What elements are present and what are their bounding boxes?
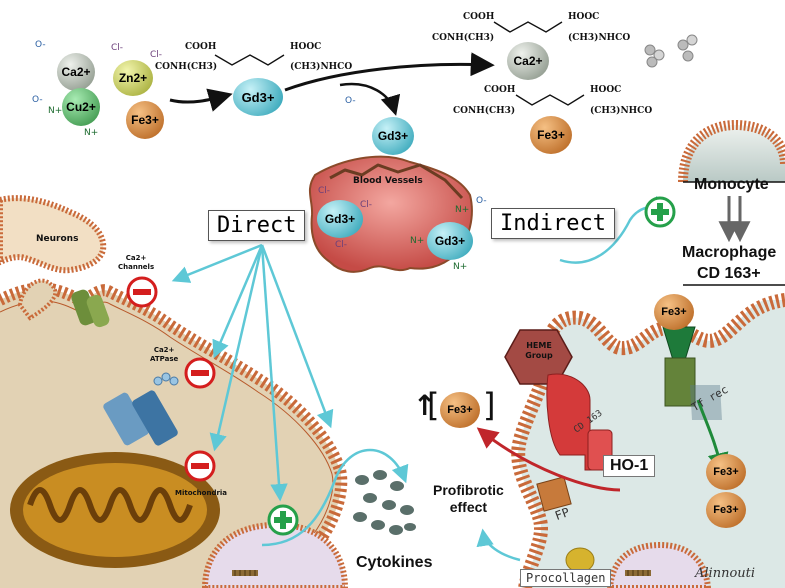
ca-atpase-label: Ca2+ ATPase [150,346,179,363]
ion-gd-vessel-left: Gd3+ [317,200,363,238]
ion-zn: Zn2+ [113,60,153,96]
cytokines-label: Cytokines [356,554,433,571]
ion-gd-vessel-top: Gd3+ [372,117,414,155]
cytokine-dots [353,470,416,535]
ion-fe-stored-1: Fe3+ [706,454,746,490]
procollagen-label: Procollagen [520,569,612,587]
n-plus-label: N+ [84,128,99,138]
arrow-ions-to-gd [169,88,233,112]
chelate3-cooh: COOH [484,85,516,95]
ion-fe-macrophage-top: Fe3+ [654,294,694,330]
neurons-label: Neurons [36,234,79,244]
chelate2-cooh: COOH [463,12,495,22]
o-minus-label: O- [32,95,43,105]
inhibit-icon [184,357,216,389]
blood-vessels-label: Blood Vessels [353,176,423,186]
arrow-transmetallation [284,52,495,92]
ion-ca: Ca2+ [57,53,95,91]
indirect-label-box: Indirect [491,208,615,239]
chelate1-nhco: (CH3)NHCO [290,62,353,72]
cl-ion-label: Cl- [335,240,348,250]
chelate3-hooc: HOOC [590,85,622,95]
profibrotic-label: Profibrotic effect [433,482,504,515]
ion-fe-chelated: Fe3+ [530,116,572,154]
chelate3-nhco: (CH3)NHCO [590,106,653,116]
ion-gd: Gd3+ [233,78,283,116]
ca-channels-label: Ca2+ Channels [118,254,155,271]
n-plus-label: N+ [48,106,63,116]
signature: Alinnouti [695,566,756,581]
bracket-close: ] [483,386,496,424]
cl-ion-label: Cl- [111,43,124,53]
o-minus-label: O- [476,196,487,206]
ho1-label: HO-1 [603,455,656,477]
inhibit-icon [126,276,158,308]
ion-fe-stored-2: Fe3+ [706,492,746,528]
chelate-skeleton-2 [493,21,563,33]
monocyte-label: Monocyte [694,176,769,193]
cd163plus-label: CD 163+ [697,265,761,282]
chelate2-conh: CONH(CH3) [432,33,495,43]
cl-ion-label: Cl- [150,50,163,60]
chelate1-hooc: HOOC [290,42,322,52]
chelate2-hooc: HOOC [568,12,600,22]
up-arrow-symbol: ↑ [413,389,437,422]
mitochondria-label: Mitochondria [175,489,228,497]
ion-fe: Fe3+ [126,101,164,139]
chelate-skeleton-1 [214,54,285,66]
n-plus-label: N+ [455,205,470,215]
cl-ion-label: Cl- [360,200,373,210]
macrophage-label: Macrophage [682,244,777,261]
promote-icon [267,504,299,536]
n-plus-label: N+ [410,236,425,246]
o-minus-label: O- [35,40,46,50]
arrow-to-fe-release [476,427,621,492]
arrow-gd-to-vessel [339,82,401,116]
chelate2-nhco: (CH3)NHCO [568,33,631,43]
monocyte-cell [678,119,785,286]
inhibit-icon [184,450,216,482]
vesicle-right [565,541,712,588]
chelate3-conh: CONH(CH3) [453,106,516,116]
n-plus-label: N+ [453,262,468,272]
arrow-to-cytokines [261,448,409,547]
direct-label-box: Direct [208,210,306,241]
cl-ion-label: Cl- [318,186,331,196]
ion-fe-released: Fe3+ [440,392,480,428]
chelate1-cooh: COOH [185,42,217,52]
tf-receptor [662,326,722,420]
chelate1-conh: CONH(CH3) [155,62,218,72]
direct-arrows [171,243,334,502]
o-minus-label: O- [345,96,356,106]
water-molecules [644,34,698,68]
bracket-open: [ [427,386,440,424]
arrow-profibrotic [476,528,521,562]
chelate-skeleton-3 [515,94,585,106]
heme-group-label: HEME Group [525,341,553,360]
ion-gd-vessel-right: Gd3+ [427,222,473,260]
neurons-blob [0,195,107,274]
ion-cu: Cu2+ [62,88,100,126]
promote-icon [644,196,676,228]
ion-ca-chelated: Ca2+ [507,42,549,80]
ca-atpase-protein [103,372,179,446]
ca-channel-protein [71,289,110,328]
mitochondrion [10,452,220,568]
